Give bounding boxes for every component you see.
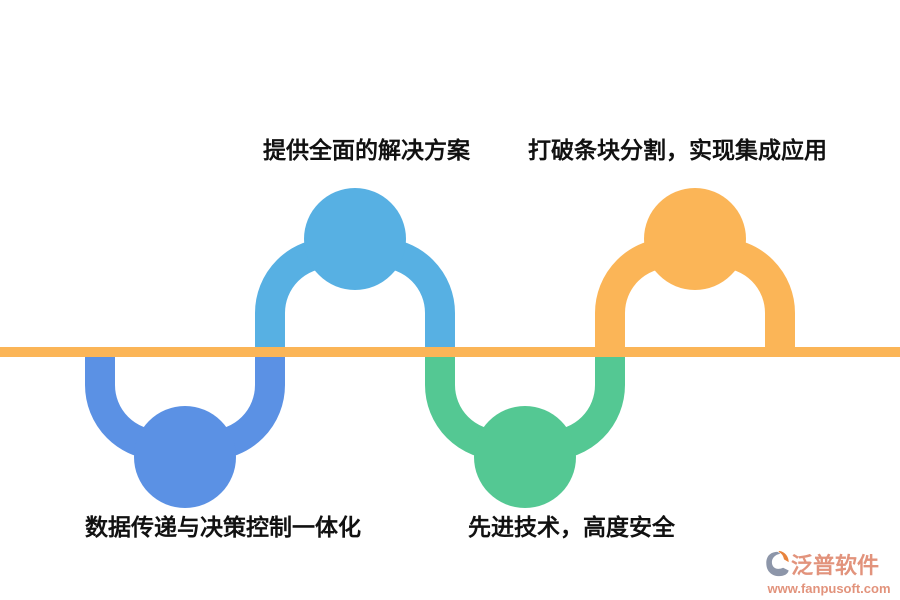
logo-text: 泛普软件 [791, 553, 880, 578]
node-circle-bottom-2 [474, 406, 576, 508]
brand-logo: 泛普软件 www.fanpusoft.com [765, 548, 893, 596]
logo-website: www.fanpusoft.com [767, 581, 891, 596]
baseline [0, 347, 900, 357]
step-label-security: 先进技术，高度安全 [468, 514, 675, 540]
node-circle-top-1 [304, 188, 406, 290]
step-label-integration: 打破条块分割，实现集成应用 [528, 137, 827, 163]
fanpu-logo-icon [766, 550, 789, 577]
node-circle-top-2 [644, 188, 746, 290]
node-circle-bottom-1 [134, 406, 236, 508]
step-label-solution: 提供全面的解决方案 [263, 137, 470, 163]
step-label-data-decision: 数据传递与决策控制一体化 [85, 514, 361, 540]
